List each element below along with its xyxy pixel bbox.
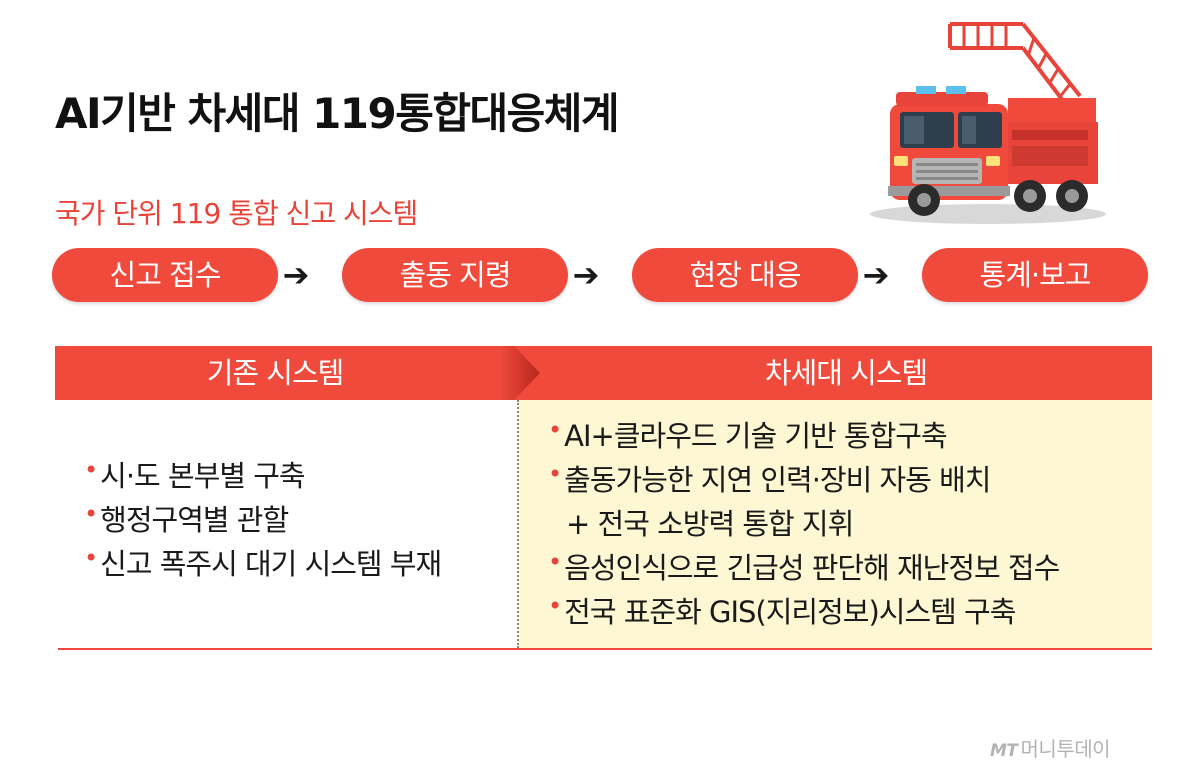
list-item: •출동가능한 지연 인력·장비 자동 배치 [548, 460, 991, 497]
fire-truck-illustration [870, 22, 1106, 224]
list-item: •음성인식으로 긴급성 판단해 재난정보 접수 [548, 548, 1060, 585]
bullet-icon: • [548, 592, 562, 620]
publisher-logo-name: 머니투데이 [1020, 737, 1111, 761]
bullet-icon: • [84, 456, 98, 484]
header-chevron-divider [500, 346, 540, 400]
next-system-header: 차세대 시스템 [540, 346, 1152, 400]
table-bottom-rule [58, 648, 1152, 650]
page-title: AI기반 차세대 119통합대응체계 [55, 89, 620, 138]
flow-step-field-response: 현장 대응 [632, 248, 858, 302]
list-item-continuation: + 전국 소방력 통합 지휘 [566, 507, 854, 541]
list-item: •행정구역별 관할 [84, 500, 289, 537]
publisher-logo-mark: MT [990, 741, 1018, 761]
legacy-system-header-label: 기존 시스템 [206, 356, 345, 390]
bullet-icon: • [84, 500, 98, 528]
flow-step-dispatch-order: 출동 지령 [342, 248, 568, 302]
bullet-icon: • [548, 460, 562, 488]
next-system-list: •AI+클라우드 기술 기반 통합구축 •출동가능한 지연 인력·장비 자동 배… [548, 414, 1060, 634]
bullet-icon: • [548, 416, 562, 444]
bullet-icon: • [548, 548, 562, 576]
list-item: •신고 폭주시 대기 시스템 부재 [84, 544, 442, 581]
right-arrow-icon: ➔ [282, 256, 310, 294]
subtitle: 국가 단위 119 통합 신고 시스템 [55, 197, 418, 230]
legacy-system-header: 기존 시스템 [55, 346, 540, 400]
right-arrow-icon: ➔ [862, 256, 890, 294]
right-arrow-icon: ➔ [572, 256, 600, 294]
flow-step-stats-report: 통계·보고 [922, 248, 1148, 302]
bullet-icon: • [84, 544, 98, 572]
legacy-system-list: •시·도 본부별 구축 •행정구역별 관할 •신고 폭주시 대기 시스템 부재 [84, 454, 442, 586]
flow-step-report-receipt: 신고 접수 [52, 248, 278, 302]
list-item: •전국 표준화 GIS(지리정보)시스템 구축 [548, 592, 1016, 629]
next-system-panel [518, 400, 1152, 648]
list-item: •AI+클라우드 기술 기반 통합구축 [548, 416, 948, 453]
column-divider [517, 400, 519, 648]
list-item: •시·도 본부별 구축 [84, 456, 306, 493]
